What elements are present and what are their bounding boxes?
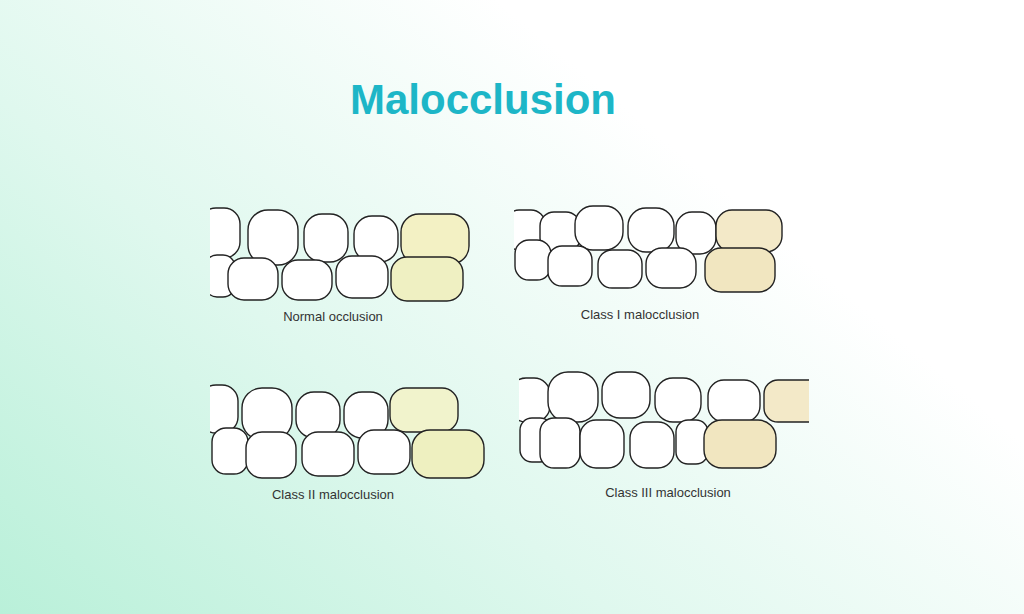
- class-iii-teeth: [519, 372, 809, 468]
- caption-label: Normal occlusion: [283, 309, 383, 324]
- normal-occlusion-teeth: [210, 208, 469, 301]
- caption-label: Class III malocclusion: [605, 485, 731, 500]
- class-ii-teeth: [210, 385, 484, 478]
- class-i-teeth: [514, 206, 782, 292]
- caption-label: Class I malocclusion: [581, 307, 700, 322]
- page-title: Malocclusion: [350, 76, 616, 124]
- caption-label: Class II malocclusion: [272, 487, 394, 502]
